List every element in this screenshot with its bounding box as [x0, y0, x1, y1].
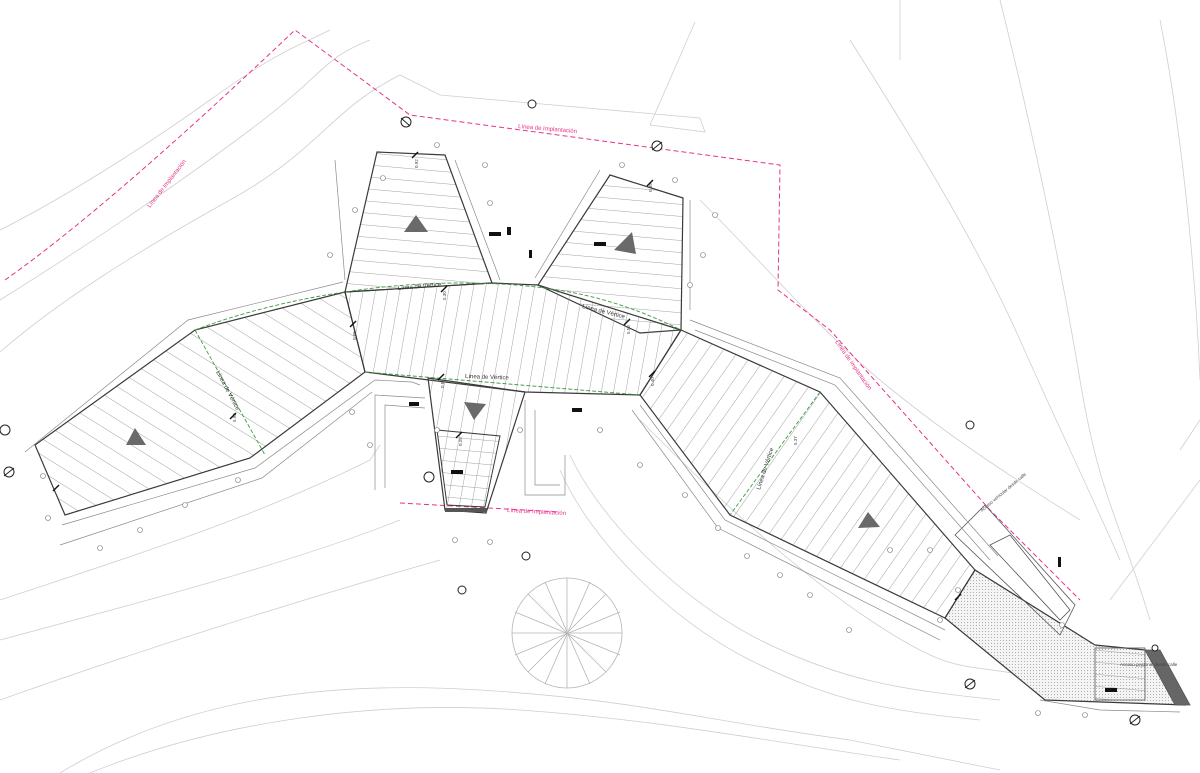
- terrace-lines: [24, 159, 1181, 713]
- section-marker-icon: [3, 466, 15, 478]
- slope-arrow-icon: [464, 402, 486, 420]
- vertex-line-south: [364, 371, 641, 396]
- label-implantation-bottom: Línea de Implantación: [507, 508, 566, 517]
- level-markers: [40, 142, 1088, 718]
- section-marker-icon: [457, 585, 467, 595]
- vertex-line-east: [729, 391, 821, 516]
- slope-value: 5.37: [793, 436, 798, 445]
- slope-value: 0.25: [458, 437, 463, 446]
- label-vertex-center: Línea de Vértice: [465, 374, 510, 382]
- section-marker-icon: [527, 99, 537, 109]
- slope-arrow-icon: [126, 428, 146, 445]
- label-implantation-top: Línea de Implantación: [518, 124, 577, 135]
- slope-value: 0.35: [648, 183, 653, 192]
- access-ramp: [944, 569, 1187, 706]
- section-marker-icon: [423, 471, 435, 483]
- slope-break-ticks: [52, 151, 962, 601]
- section-marker-icon: [521, 551, 531, 561]
- vertex-line: [194, 282, 682, 331]
- section-marker-icon: [1151, 644, 1159, 652]
- section-marker-icon: [651, 140, 663, 152]
- slope-value: 0.92: [414, 159, 419, 168]
- label-implantation-left: Línea de Implantación: [147, 159, 188, 209]
- section-marker-icon: [965, 420, 975, 430]
- section-marker-icon: [0, 424, 11, 436]
- building-footprint: [34, 151, 1187, 706]
- label-vehicle-access: Acceso vehicular desde calle: [979, 471, 1027, 512]
- east-courtyard: [954, 504, 1191, 706]
- section-marker-icon: [964, 678, 976, 690]
- black-marks: [409, 227, 1117, 692]
- south-patio: [436, 429, 501, 508]
- slope-value: 0.65: [352, 331, 357, 340]
- slope-value: 5.30: [442, 291, 447, 300]
- slope-value: 0.40: [650, 377, 655, 386]
- slope-arrow-icon: [858, 512, 880, 528]
- slope-value: 5.53: [626, 325, 631, 334]
- label-vertex-top: Línea de Vértice: [398, 282, 443, 292]
- section-marker-icon: [400, 116, 412, 128]
- compass-rose: [511, 577, 623, 689]
- label-implantation-right: Línea de Implantación: [833, 340, 872, 392]
- section-markers: [0, 99, 1159, 726]
- slope-arrow-icon: [404, 215, 428, 232]
- section-marker-icon: [1129, 714, 1141, 726]
- slope-arrow-icon: [614, 232, 636, 254]
- slope-arrows: [126, 215, 880, 528]
- slope-value: 0.87: [440, 379, 445, 388]
- slope-value: 5.93: [232, 413, 237, 422]
- label-pedestrian-access: Acceso peatonal desde calle: [1120, 662, 1178, 667]
